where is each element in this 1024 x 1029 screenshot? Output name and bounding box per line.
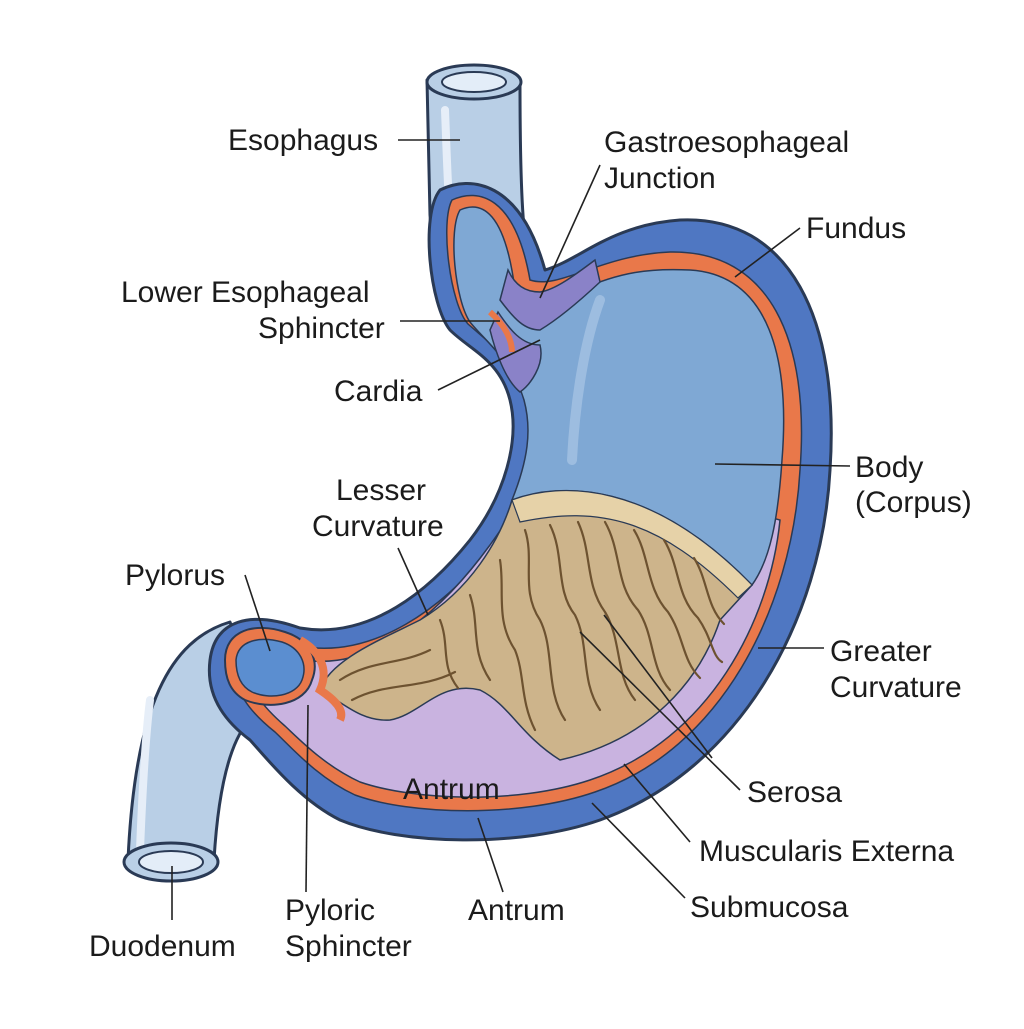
label-duodenum: Duodenum: [89, 930, 236, 963]
mucosa-top: [511, 489, 753, 599]
label-lesser-curvature-line2: Curvature: [312, 510, 444, 543]
label-serosa: Serosa: [747, 776, 842, 809]
label-fundus: Fundus: [806, 212, 906, 245]
label-submucosa: Submucosa: [690, 891, 849, 924]
label-greater-curvature-line2: Curvature: [830, 671, 962, 704]
label-antrum: Antrum: [468, 894, 565, 927]
label-cardia: Cardia: [334, 375, 423, 408]
label-les-line1: Lower Esophageal: [121, 276, 370, 309]
cardia-region: [499, 258, 601, 331]
label-gastroesophageal-junction-line2: Junction: [604, 162, 716, 195]
label-lesser-curvature-line1: Lesser: [336, 474, 426, 507]
pylorus-chamber: [223, 626, 346, 722]
label-body-line2: (Corpus): [855, 486, 972, 519]
label-pylorus: Pylorus: [125, 559, 225, 592]
label-pyloric-sphincter-line1: Pyloric: [285, 894, 375, 927]
leader-lines: [171, 139, 851, 920]
label-muscularis-externa: Muscularis Externa: [699, 835, 954, 868]
label-pyloric-sphincter-line2: Sphincter: [285, 930, 412, 963]
label-esophagus: Esophagus: [228, 124, 378, 157]
label-gastroesophageal-junction-line1: Gastroesophageal: [604, 126, 849, 159]
label-les-line2: Sphincter: [258, 312, 385, 345]
label-antrum-inner: Antrum: [403, 773, 500, 806]
label-body-line1: Body: [855, 451, 923, 484]
label-greater-curvature-line1: Greater: [830, 635, 932, 668]
